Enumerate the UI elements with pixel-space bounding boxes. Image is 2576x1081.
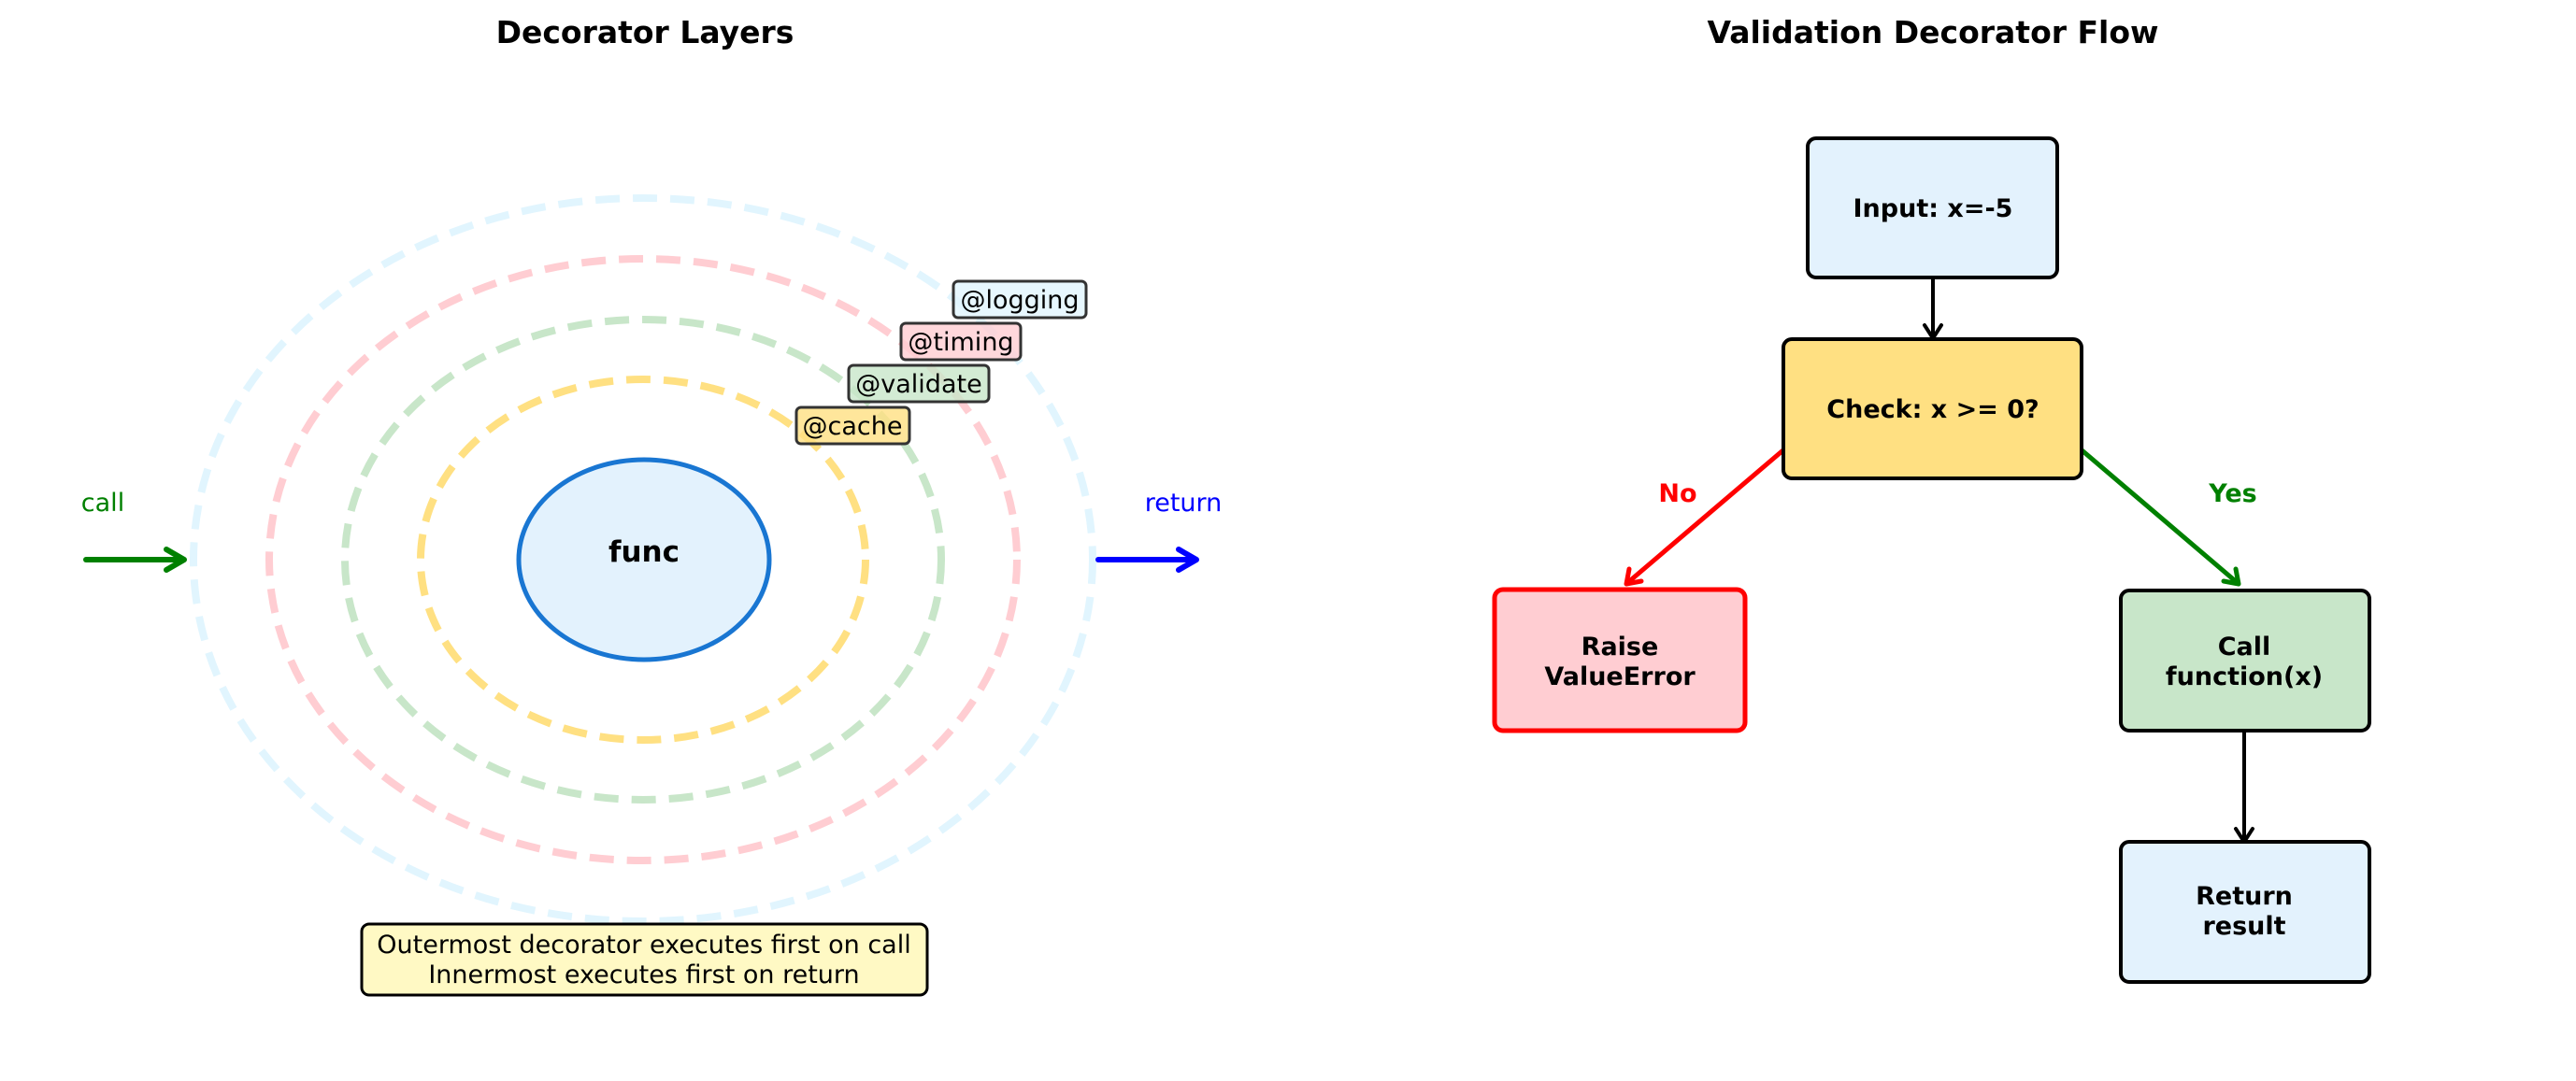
note-line-2: Innermost executes first on return (428, 960, 859, 989)
layer-label-timing: @timing (899, 321, 1023, 362)
node-box (1806, 136, 2059, 279)
return-arrow: return (1095, 489, 1223, 573)
layer-label-validate: @validate (847, 363, 991, 404)
node-box (1782, 337, 2083, 480)
edge-call-to-return (2234, 724, 2254, 844)
layer-label-box (952, 279, 1088, 320)
layer-label-box (899, 321, 1023, 362)
node-label-line-2: ValueError (1544, 662, 1696, 691)
node-label-line-1: Return (2196, 882, 2293, 911)
layer-label-text: @timing (908, 328, 1013, 357)
func-label: func (608, 535, 680, 569)
ring-logging (190, 194, 1096, 925)
node-label-line-1: Raise (1581, 633, 1659, 661)
node-input: Input: x=-5 (1806, 136, 2059, 279)
right-panel-title: Validation Decorator Flow (1707, 14, 2158, 50)
func-core (516, 457, 772, 662)
node-label-line-1: Call (2218, 633, 2271, 661)
right-panel: Validation Decorator Flow No Yes (1492, 14, 2371, 984)
layer-label-cache: @cache (794, 405, 911, 446)
layer-label-logging: @logging (952, 279, 1088, 320)
node-label: Check: x >= 0? (1826, 395, 2039, 424)
edge-check-to-raise: No (1624, 440, 1795, 587)
ring-timing (265, 255, 1021, 864)
edge-line (1624, 440, 1795, 586)
note-box (360, 922, 929, 997)
layer-label-text: @validate (855, 370, 981, 399)
call-label: call (81, 489, 124, 518)
call-arrow: call (81, 489, 187, 573)
layer-label-text: @cache (803, 412, 903, 441)
edge-line (2070, 440, 2240, 586)
node-check: Check: x >= 0? (1782, 337, 2083, 480)
node-raise: Raise ValueError (1492, 587, 1748, 733)
left-panel: Decorator Layers func @logging @timing @… (81, 14, 1223, 997)
node-label-line-2: function(x) (2166, 662, 2323, 691)
node-label: Input: x=-5 (1853, 194, 2013, 223)
edge-label-yes: Yes (2208, 479, 2256, 508)
arrow-head-icon (1624, 566, 1644, 587)
node-return: Return result (2119, 840, 2371, 984)
return-label: return (1145, 489, 1223, 518)
node-box (2119, 589, 2371, 733)
left-panel-title: Decorator Layers (496, 14, 794, 50)
layer-label-text: @logging (960, 286, 1079, 315)
call-arrow-head-icon (164, 547, 187, 573)
arrow-head-icon (2221, 566, 2241, 587)
node-box (1492, 587, 1748, 733)
edge-label-no: No (1658, 479, 1696, 508)
ring-cache (417, 376, 869, 744)
layer-label-box (847, 363, 991, 404)
execution-order-note: Outermost decorator executes first on ca… (360, 922, 929, 997)
edge-check-to-call: Yes (2070, 440, 2257, 587)
flow-edges: No Yes (1624, 272, 2257, 844)
return-arrow-head-icon (1176, 547, 1199, 573)
node-call: Call function(x) (2119, 589, 2371, 733)
ring-validate (341, 316, 945, 804)
note-line-1: Outermost decorator executes first on ca… (377, 931, 910, 960)
node-box (2119, 840, 2371, 984)
edge-input-to-check (1923, 272, 1943, 340)
layer-label-box (794, 405, 911, 446)
node-label-line-2: result (2202, 912, 2285, 941)
